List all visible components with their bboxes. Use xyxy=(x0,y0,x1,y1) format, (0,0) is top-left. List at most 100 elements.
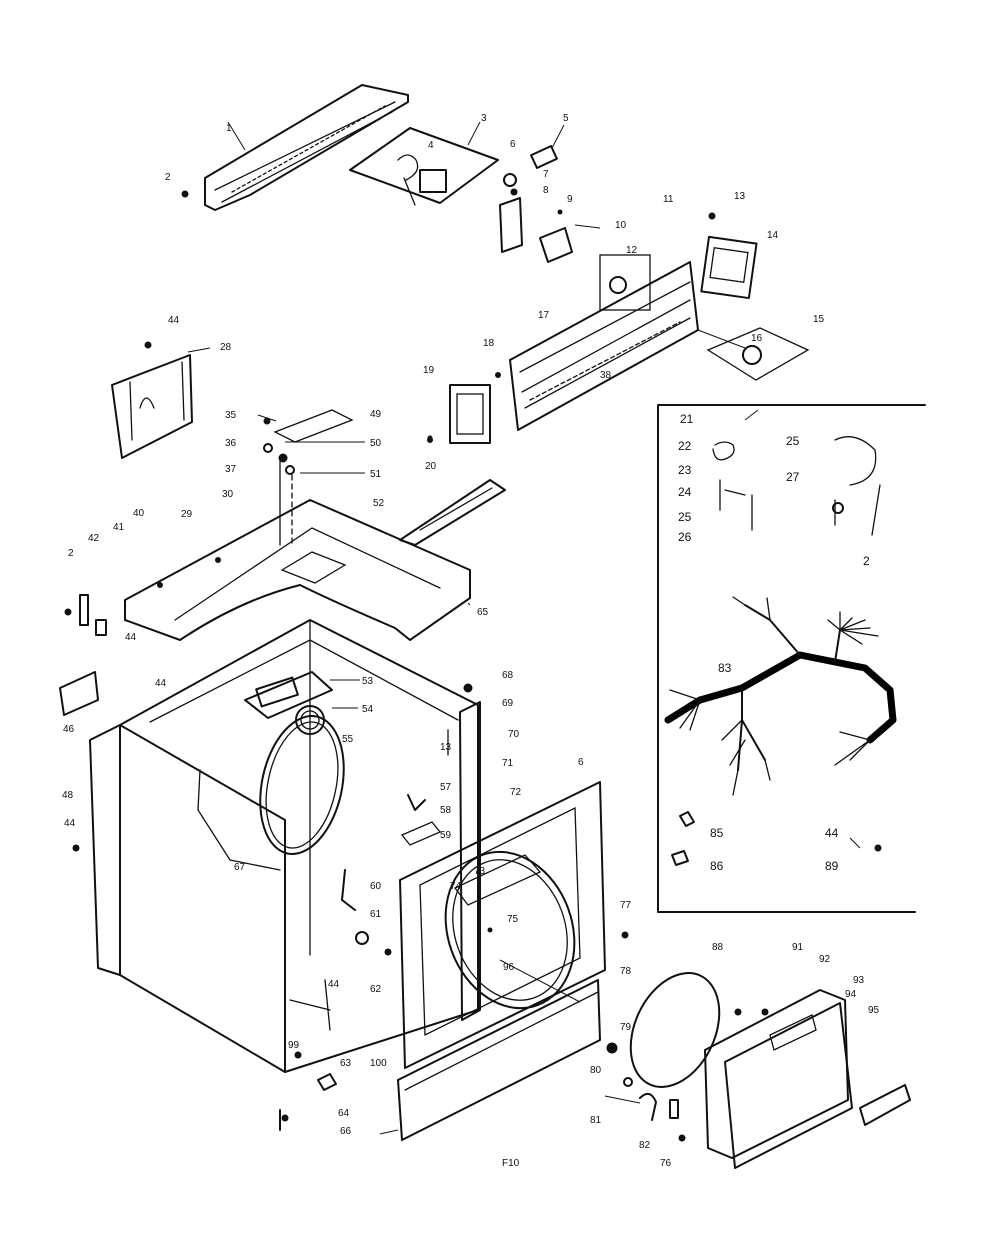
door-assembly-parts-93-95 xyxy=(704,989,911,1169)
label-17: 17 xyxy=(538,310,550,321)
bezel-part-19 xyxy=(427,384,491,444)
label-52: 52 xyxy=(373,498,385,509)
inset-label-24: 24 xyxy=(678,485,692,499)
label-2-left: 2 xyxy=(68,548,74,559)
label-65: 65 xyxy=(477,607,489,618)
label-13: 13 xyxy=(734,191,746,202)
label-77: 77 xyxy=(620,900,632,911)
label-88: 88 xyxy=(712,942,724,953)
label-41: 41 xyxy=(113,522,125,533)
label-67: 67 xyxy=(234,862,246,873)
front-panel-part-72 xyxy=(399,781,629,1069)
label-51: 51 xyxy=(370,469,382,480)
label-42: 42 xyxy=(88,533,100,544)
label-55: 55 xyxy=(342,734,354,745)
label-50: 50 xyxy=(370,438,382,449)
label-60: 60 xyxy=(370,881,382,892)
label-10: 10 xyxy=(615,220,627,231)
inset-labels: 21 22 23 24 25 26 25 27 2 83 85 86 44 89 xyxy=(678,412,870,873)
label-58: 58 xyxy=(440,805,452,816)
label-73: 73 xyxy=(474,866,486,877)
label-99: 99 xyxy=(288,1040,300,1051)
label-6: 6 xyxy=(510,139,516,150)
side-bracket-part-28 xyxy=(111,341,193,459)
inset-label-25: 25 xyxy=(678,510,692,524)
label-19: 19 xyxy=(423,365,435,376)
inset-label-83: 83 xyxy=(718,661,732,675)
kick-plate-part-66 xyxy=(279,979,601,1141)
label-53: 53 xyxy=(362,676,374,687)
label-54: 54 xyxy=(362,704,374,715)
label-20: 20 xyxy=(425,461,437,472)
lid-switch-parts-35-51 xyxy=(263,409,354,546)
small-parts-40-46 xyxy=(59,594,107,716)
label-79: 79 xyxy=(620,1022,632,1033)
label-59: 59 xyxy=(440,830,452,841)
label-62: 62 xyxy=(370,984,382,995)
label-72: 72 xyxy=(510,787,522,798)
label-37: 37 xyxy=(225,464,237,475)
leader-lines xyxy=(187,347,861,1135)
knob-plate-part-15 xyxy=(697,327,810,381)
label-93: 93 xyxy=(853,975,865,986)
label-64: 64 xyxy=(338,1108,350,1119)
label-36: 36 xyxy=(225,438,237,449)
wiring-inset-panel xyxy=(657,404,926,913)
bracket-part-14 xyxy=(700,212,758,300)
inset-label-85: 85 xyxy=(710,826,724,840)
label-35: 35 xyxy=(225,410,237,421)
figure-code: F10 xyxy=(502,1158,520,1169)
control-panel-part-17 xyxy=(495,254,699,431)
label-28: 28 xyxy=(220,342,232,353)
timer-plate-part-3 xyxy=(349,121,499,206)
label-94: 94 xyxy=(845,989,857,1000)
label-8: 8 xyxy=(543,185,549,196)
label-6-side: 6 xyxy=(578,757,584,768)
label-63: 63 xyxy=(340,1058,352,1069)
label-1: 1 xyxy=(226,123,232,134)
label-29: 29 xyxy=(181,509,193,520)
label-44-left: 44 xyxy=(125,632,137,643)
label-40: 40 xyxy=(133,508,145,519)
label-68: 68 xyxy=(502,670,514,681)
label-11: 11 xyxy=(663,194,674,205)
label-30: 30 xyxy=(222,489,234,500)
pump-bracket-parts-53-55 xyxy=(244,671,333,735)
hinge-part-52 xyxy=(399,435,506,546)
top-cover-part-65 xyxy=(124,499,471,641)
label-18: 18 xyxy=(483,338,495,349)
label-66: 66 xyxy=(340,1126,352,1137)
label-78: 78 xyxy=(620,966,632,977)
label-15: 15 xyxy=(813,314,825,325)
label-16: 16 xyxy=(751,333,763,344)
inset-label-44: 44 xyxy=(825,826,839,840)
inset-label-23: 23 xyxy=(678,463,692,477)
inset-label-27: 27 xyxy=(786,470,800,484)
label-7: 7 xyxy=(543,169,549,180)
inset-label-21: 21 xyxy=(680,412,694,426)
label-44-cab: 44 xyxy=(328,979,340,990)
label-44-mid: 44 xyxy=(155,678,167,689)
label-100: 100 xyxy=(370,1058,387,1069)
label-9: 9 xyxy=(567,194,573,205)
label-44-top: 44 xyxy=(168,315,180,326)
inset-label-89: 89 xyxy=(825,859,839,873)
label-80: 80 xyxy=(590,1065,602,1076)
inset-label-22: 22 xyxy=(678,439,692,453)
label-12: 12 xyxy=(626,245,638,256)
label-61: 61 xyxy=(370,909,382,920)
label-82: 82 xyxy=(639,1140,651,1151)
label-96: 96 xyxy=(503,962,515,973)
label-92: 92 xyxy=(819,954,831,965)
inset-label-86: 86 xyxy=(710,859,724,873)
label-2: 2 xyxy=(165,172,171,183)
label-95: 95 xyxy=(868,1005,880,1016)
label-38: 38 xyxy=(600,370,612,381)
label-75: 75 xyxy=(507,914,519,925)
door-gasket-part-78 xyxy=(606,972,721,1142)
switch-assembly-parts-5-10 xyxy=(499,124,601,263)
label-5: 5 xyxy=(563,113,569,124)
label-44-lower: 44 xyxy=(64,818,76,829)
label-57: 57 xyxy=(440,782,452,793)
